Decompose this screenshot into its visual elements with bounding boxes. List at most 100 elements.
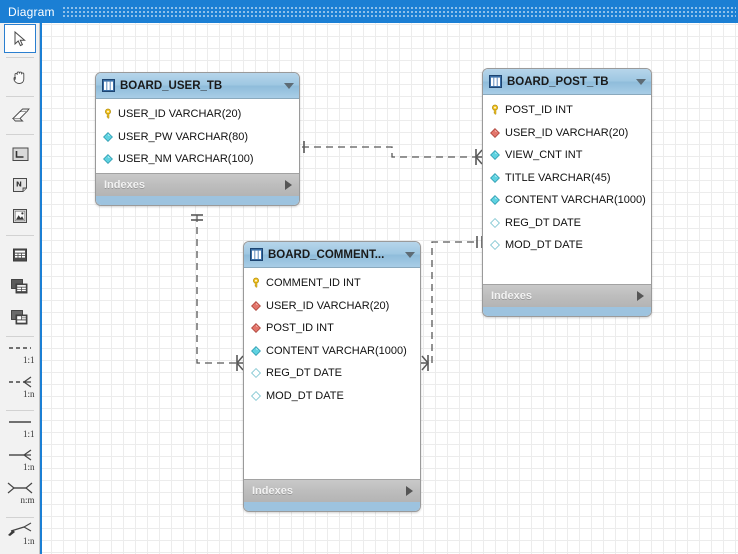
shape-tool[interactable]: [4, 139, 36, 168]
nullable-attribute-icon: [489, 240, 501, 251]
rel-tool-label: n:m: [20, 495, 35, 506]
toolbar-separator: [5, 134, 34, 136]
column-row[interactable]: MOD_DT DATE: [244, 385, 420, 408]
column-row[interactable]: CONTENT VARCHAR(1000): [483, 189, 651, 212]
rel-user-to-comment: [191, 214, 244, 371]
attribute-icon: [490, 195, 500, 206]
expand-arrow-icon[interactable]: [406, 486, 413, 496]
canvas-left-edge: [40, 23, 42, 554]
column-row[interactable]: USER_NM VARCHAR(100): [96, 148, 299, 171]
entity-header[interactable]: BOARD_POST_TB: [483, 69, 651, 95]
nullable-attribute-icon: [250, 368, 262, 379]
primary-key-icon: [492, 104, 498, 115]
column-row[interactable]: VIEW_CNT INT: [483, 144, 651, 167]
nullable-attribute-icon: [489, 217, 501, 228]
entity-board-user-tb[interactable]: BOARD_USER_TB USER_ID VARCHAR(20): [95, 72, 300, 206]
diagram-canvas[interactable]: BOARD_USER_TB USER_ID VARCHAR(20): [40, 23, 738, 554]
column-row[interactable]: POST_ID INT: [244, 317, 420, 340]
column-label: USER_ID VARCHAR(20): [505, 126, 629, 139]
image-tool[interactable]: [4, 202, 36, 231]
attribute-icon: [103, 131, 113, 142]
column-row[interactable]: USER_ID VARCHAR(20): [483, 122, 651, 145]
expand-arrow-icon[interactable]: [637, 290, 644, 301]
hand-tool[interactable]: [4, 62, 36, 91]
column-row[interactable]: USER_PW VARCHAR(80): [96, 126, 299, 149]
toolbar-separator: [5, 336, 34, 338]
rel-user-to-post: [298, 141, 483, 165]
entity-bottom-strip: [96, 195, 299, 205]
indexes-label: Indexes: [104, 178, 145, 191]
column-label: USER_NM VARCHAR(100): [118, 153, 254, 166]
rel-ident-one-to-one-tool[interactable]: 1:1: [4, 415, 36, 446]
entity-header[interactable]: BOARD_USER_TB: [96, 73, 299, 99]
rel-tool-label: 1:1: [22, 355, 35, 366]
entity-indexes-bar[interactable]: Indexes: [96, 172, 299, 196]
expand-arrow-icon[interactable]: [285, 179, 292, 190]
column-row[interactable]: POST_ID INT: [483, 99, 651, 122]
indexes-label: Indexes: [252, 485, 293, 497]
column-label: USER_ID VARCHAR(20): [266, 299, 390, 312]
column-label: VIEW_CNT INT: [505, 149, 583, 162]
entity-columns: POST_ID INT USER_ID VARCHAR(20) VIEW_CNT…: [483, 95, 651, 284]
entity-empty-space: [483, 257, 651, 282]
rel-pick-one-to-many-tool[interactable]: 1:n: [4, 522, 36, 553]
table-icon: [250, 248, 263, 261]
column-row[interactable]: USER_ID VARCHAR(20): [244, 295, 420, 318]
column-label: USER_ID VARCHAR(20): [118, 108, 242, 121]
attribute-icon: [490, 172, 500, 183]
column-label: MOD_DT DATE: [266, 389, 344, 402]
note-tool[interactable]: N: [4, 170, 36, 199]
column-label: TITLE VARCHAR(45): [505, 171, 611, 184]
eraser-tool[interactable]: [4, 101, 36, 130]
rel-tool-label: 1:n: [22, 462, 35, 473]
column-label: REG_DT DATE: [505, 216, 581, 229]
column-label: MOD_DT DATE: [505, 239, 583, 252]
svg-text:N: N: [16, 181, 22, 189]
column-row[interactable]: CONTENT VARCHAR(1000): [244, 340, 420, 363]
column-label: CONTENT VARCHAR(1000): [266, 344, 407, 357]
attribute-icon: [103, 154, 113, 165]
rel-tool-label: 1:1: [22, 428, 35, 439]
window-title-bar: Diagram: [0, 0, 738, 23]
table-tool[interactable]: [4, 240, 36, 269]
select-tool[interactable]: [3, 24, 36, 54]
entity-title: BOARD_USER_TB: [120, 79, 223, 92]
attribute-icon: [251, 345, 261, 356]
entity-indexes-bar[interactable]: Indexes: [244, 479, 420, 502]
column-row[interactable]: TITLE VARCHAR(45): [483, 167, 651, 190]
chevron-down-icon[interactable]: [636, 78, 646, 85]
column-row[interactable]: USER_ID VARCHAR(20): [96, 103, 299, 126]
column-label: COMMENT_ID INT: [266, 277, 361, 290]
rel-nonident-one-to-one-tool[interactable]: 1:1: [4, 341, 36, 372]
title-bar-grip[interactable]: [62, 5, 736, 18]
primary-key-icon: [105, 108, 111, 119]
rel-nonident-one-to-many-tool[interactable]: 1:n: [4, 375, 36, 406]
table-icon: [102, 79, 115, 92]
column-row[interactable]: REG_DT DATE: [244, 362, 420, 385]
entity-header[interactable]: BOARD_COMMENT...: [244, 242, 420, 268]
entity-title: BOARD_COMMENT...: [268, 248, 385, 261]
rel-tool-label: 1:n: [22, 535, 35, 546]
entity-board-comment-tb[interactable]: BOARD_COMMENT... COMMENT_ID INT: [243, 241, 421, 512]
nullable-attribute-icon: [250, 390, 262, 401]
window-title: Diagram: [8, 4, 55, 19]
entity-indexes-bar[interactable]: Indexes: [483, 283, 651, 307]
toolbar-separator: [5, 516, 34, 518]
entity-empty-space: [244, 407, 420, 477]
rel-tool-label: 1:n: [22, 388, 35, 399]
view-tool[interactable]: [4, 272, 36, 301]
column-row[interactable]: REG_DT DATE: [483, 212, 651, 235]
group-tool[interactable]: [4, 303, 36, 332]
foreign-key-icon: [490, 127, 500, 138]
column-label: CONTENT VARCHAR(1000): [505, 194, 646, 207]
column-label: REG_DT DATE: [266, 367, 342, 380]
rel-many-to-many-tool[interactable]: n:m: [4, 481, 36, 512]
column-row[interactable]: MOD_DT DATE: [483, 234, 651, 257]
chevron-down-icon[interactable]: [284, 82, 294, 89]
indexes-label: Indexes: [491, 289, 532, 302]
entity-board-post-tb[interactable]: BOARD_POST_TB POST_ID INT: [482, 68, 652, 317]
chevron-down-icon[interactable]: [405, 251, 415, 258]
rel-ident-one-to-many-tool[interactable]: 1:n: [4, 448, 36, 479]
column-row[interactable]: COMMENT_ID INT: [244, 272, 420, 295]
entity-bottom-strip: [483, 306, 651, 316]
